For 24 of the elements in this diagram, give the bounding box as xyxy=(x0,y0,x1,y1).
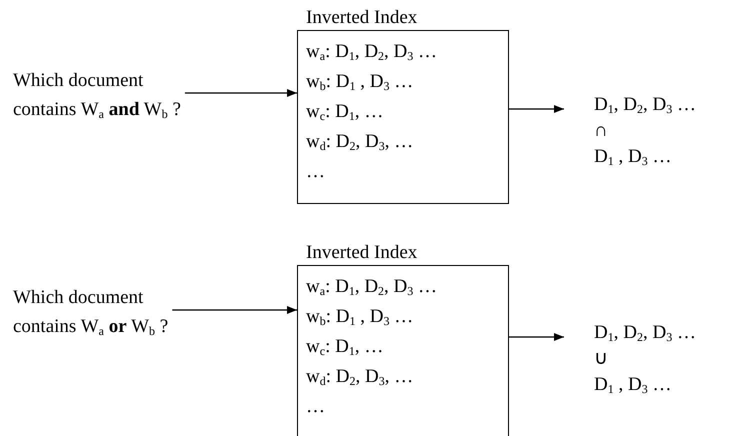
posting-list-line: … xyxy=(306,395,326,419)
document-list: D$_{1}$, D$_{2}$, D$_{3}$ … xyxy=(594,320,738,346)
posting-list-line: w$_{d}$: D$_{2}$, D$_{3}$, … xyxy=(306,130,414,155)
posting-list-line: w$_{b}$: D$_{1}$ , D$_{3}$ … xyxy=(306,70,414,95)
query-text: Which document contains W$_{a}$ and W$_{b}$ ? xyxy=(13,69,182,123)
posting-list-line: … xyxy=(306,160,326,184)
arrow xyxy=(509,105,564,113)
posting-list-line: w$_{b}$: D$_{1}$ , D$_{3}$ … xyxy=(306,305,414,330)
arrow xyxy=(509,333,564,341)
posting-list-line: w$_{c}$: D$_{1}$, … xyxy=(306,100,384,125)
box-heading: Inverted Index xyxy=(306,7,418,29)
document-list: D$_{1}$ , D$_{3}$ … xyxy=(594,372,738,398)
document-list: D$_{1}$ , D$_{3}$ … xyxy=(594,144,738,170)
posting-list-line: w$_{d}$: D$_{2}$, D$_{3}$, … xyxy=(306,365,414,390)
posting-list-line: w$_{a}$: D$_{1}$, D$_{2}$, D$_{3}$ … xyxy=(306,275,438,300)
box-heading: Inverted Index xyxy=(306,242,418,264)
arrow xyxy=(172,306,297,314)
set-operator: ∪ xyxy=(594,347,609,371)
set-operator: ∩ xyxy=(594,119,609,143)
query-text: Which document contains W$_{a}$ or W$_{b}$ ? xyxy=(13,286,170,340)
arrow xyxy=(184,89,297,97)
posting-list-line: w$_{a}$: D$_{1}$, D$_{2}$, D$_{3}$ … xyxy=(306,40,438,65)
document-list: D$_{1}$, D$_{2}$, D$_{3}$ … xyxy=(594,92,738,118)
posting-list-line: w$_{c}$: D$_{1}$, … xyxy=(306,335,384,360)
